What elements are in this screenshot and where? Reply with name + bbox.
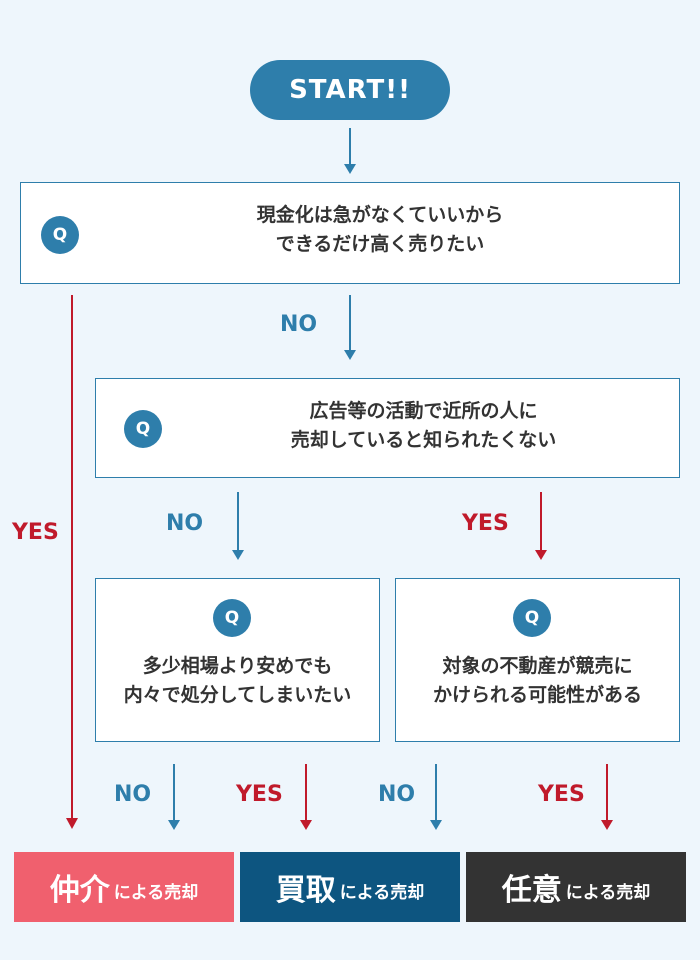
label-yes-q4: YES [538,782,585,807]
result-chukai-main: 仲介 [49,873,110,908]
result-nini: 任意 による売却 [466,852,686,922]
label-no-q3: NO [114,782,152,807]
question-1-line-2: できるだけ高く売りたい [275,233,485,256]
question-4-line-1: 対象の不動産が競売に [442,655,633,677]
question-text-3: 多少相場より安めでも 内々で処分してしまいたい [96,652,379,711]
question-1-line-1: 現金化は急がなくていいから [256,204,504,226]
question-box-1: Q 現金化は急がなくていいから できるだけ高く売りたい [20,182,680,284]
question-icon: Q [41,216,79,254]
question-2-line-1: 広告等の活動で近所の人に [309,400,538,422]
label-yes-q3: YES [236,782,283,807]
start-node: START!! [250,60,450,120]
question-icon: Q [213,599,251,637]
question-3-line-2: 内々で処分してしまいたい [123,684,352,707]
result-kaitori: 買取 による売却 [240,852,460,922]
question-box-4: Q 対象の不動産が競売に かけられる可能性がある [395,578,680,742]
question-text-4: 対象の不動産が競売に かけられる可能性がある [396,652,679,711]
question-4-line-2: かけられる可能性がある [432,684,642,707]
result-nini-suffix: による売却 [565,882,651,903]
question-2-line-2: 売却していると知られたくない [290,429,557,452]
question-icon: Q [513,599,551,637]
label-yes-q1: YES [12,520,59,545]
result-nini-main: 任意 [501,873,562,908]
question-box-2: Q 広告等の活動で近所の人に 売却していると知られたくない [95,378,680,478]
question-text-2: 広告等の活動で近所の人に 売却していると知られたくない [168,397,679,456]
question-icon: Q [124,410,162,448]
label-no-q4: NO [378,782,416,807]
result-chukai-suffix: による売却 [113,882,199,903]
result-kaitori-main: 買取 [275,873,336,908]
label-no-q1: NO [280,312,318,337]
label-no-q2: NO [166,511,204,536]
question-box-3: Q 多少相場より安めでも 内々で処分してしまいたい [95,578,380,742]
result-chukai: 仲介 による売却 [14,852,234,922]
question-3-line-1: 多少相場より安めでも [142,655,333,677]
question-text-1: 現金化は急がなくていいから できるだけ高く売りたい [81,201,679,260]
label-yes-q2: YES [462,511,509,536]
result-kaitori-suffix: による売却 [339,882,425,903]
